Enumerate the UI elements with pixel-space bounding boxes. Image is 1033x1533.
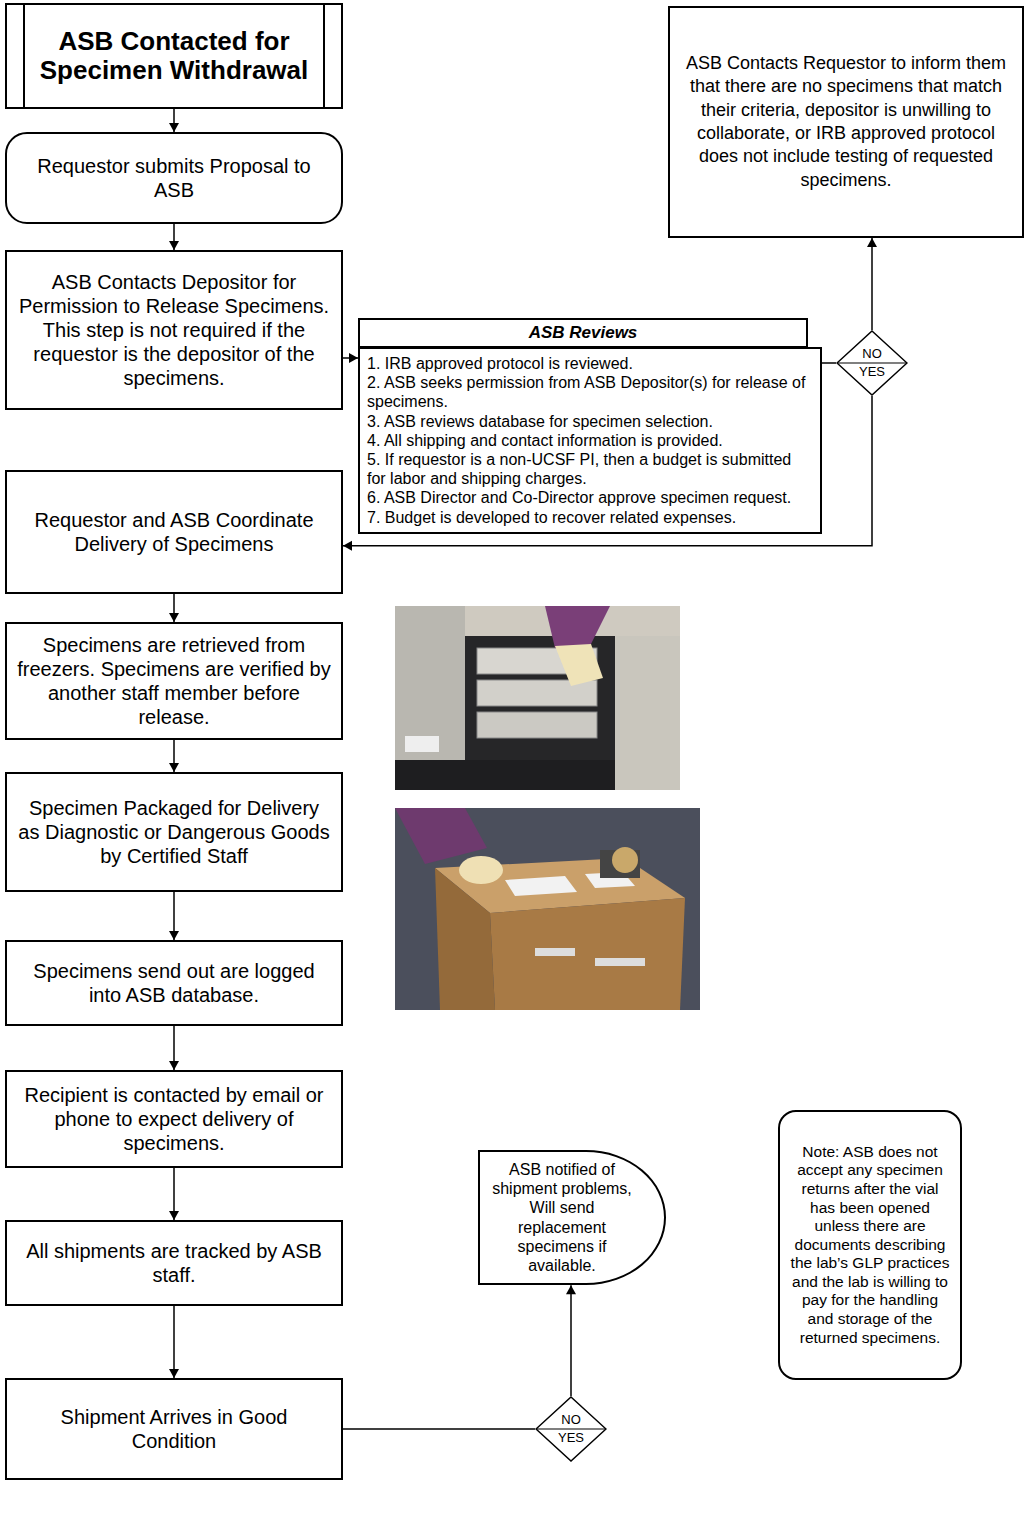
arrowhead (566, 1285, 576, 1294)
list-item: 2. ASB seeks permission from ASB Deposit… (367, 373, 813, 411)
process-box: Specimen Packaged for Delivery as Diagno… (5, 772, 343, 892)
list-item: 1. IRB approved protocol is reviewed. (367, 354, 813, 373)
diamond-shape (536, 1397, 606, 1461)
node-text: ASB Contacts Requestor to inform them th… (680, 52, 1012, 192)
list-item: 3. ASB reviews database for specimen sel… (367, 412, 813, 431)
arrowhead (169, 123, 179, 132)
arrowhead (349, 353, 358, 363)
review-list: 1. IRB approved protocol is reviewed.2. … (358, 347, 822, 534)
node-text: Note: ASB does not accept any specimen r… (788, 1143, 952, 1348)
decision-label: YES (535, 1431, 607, 1445)
connector (169, 1168, 179, 1220)
node-text: Specimens send out are logged into ASB d… (17, 959, 331, 1007)
arrowhead (169, 763, 179, 772)
connector-line (822, 362, 836, 364)
diamond-divider (837, 362, 907, 363)
arrowhead (169, 1211, 179, 1220)
decision-diamond: NO YES (836, 330, 908, 396)
node-text: ASB Contacted for Specimen Withdrawal (35, 27, 313, 85)
list-item: 6. ASB Director and Co-Director approve … (367, 488, 813, 507)
arrowhead (169, 613, 179, 622)
panel-heading: ASB Reviews (358, 318, 808, 349)
connector (169, 892, 179, 940)
list-item: 5. If requestor is a non-UCSF PI, then a… (367, 450, 813, 488)
connector-line (871, 238, 873, 330)
problem-box: ASB notified of shipment problems, Will … (478, 1150, 666, 1285)
process-box: Shipment Arrives in Good Condition (5, 1378, 343, 1480)
arrowhead (867, 238, 877, 247)
process-box: Requestor and ASB Coordinate Delivery of… (5, 470, 343, 594)
arrowhead (169, 1061, 179, 1070)
connector-line (343, 1428, 535, 1430)
connector-line (173, 1306, 175, 1378)
connector (169, 1026, 179, 1070)
decision-label: NO (836, 347, 908, 361)
side-bar (323, 5, 325, 107)
connector (566, 1285, 576, 1396)
connector (822, 363, 836, 364)
connector (343, 1429, 535, 1430)
connector (343, 353, 358, 363)
arrowhead (343, 541, 352, 551)
node-text: Requestor and ASB Coordinate Delivery of… (17, 508, 331, 556)
node-text: Shipment Arrives in Good Condition (17, 1405, 331, 1453)
start-box: ASB Contacted for Specimen Withdrawal (5, 3, 343, 109)
process-box: ASB Contacts Depositor for Permission to… (5, 250, 343, 410)
review-panel: ASB Reviews1. IRB approved protocol is r… (358, 318, 822, 534)
connector (169, 1306, 179, 1378)
node-text: Specimen Packaged for Delivery as Diagno… (17, 796, 331, 868)
node-text: Recipient is contacted by email or phone… (17, 1083, 331, 1155)
node-text: All shipments are tracked by ASB staff. (17, 1239, 331, 1287)
connector (867, 238, 877, 330)
process-box: All shipments are tracked by ASB staff. (5, 1220, 343, 1306)
connector-line (570, 1285, 572, 1396)
process-box: Recipient is contacted by email or phone… (5, 1070, 343, 1168)
connector (169, 224, 179, 250)
decision-label: NO (535, 1413, 607, 1427)
connector (169, 740, 179, 772)
outcome-box: ASB Contacts Requestor to inform them th… (668, 6, 1024, 238)
diamond-outline (836, 330, 908, 396)
node-text: Specimens are retrieved from freezers. S… (17, 633, 331, 729)
node-text: ASB Contacts Depositor for Permission to… (17, 270, 331, 390)
terminal-box: Requestor submits Proposal to ASB (5, 132, 343, 224)
list-item: 4. All shipping and contact information … (367, 431, 813, 450)
list-item: 7. Budget is developed to recover relate… (367, 508, 813, 527)
decision-label: YES (836, 365, 908, 379)
process-box: Specimens are retrieved from freezers. S… (5, 622, 343, 740)
connector (169, 109, 179, 132)
arrowhead (169, 1369, 179, 1378)
side-bar (23, 5, 25, 107)
freezer-photo (395, 606, 680, 790)
diamond-shape (837, 331, 907, 395)
connector (169, 594, 179, 622)
note-box: Note: ASB does not accept any specimen r… (778, 1110, 962, 1380)
process-box: Specimens send out are logged into ASB d… (5, 940, 343, 1026)
node-text: ASB notified of shipment problems, Will … (490, 1160, 634, 1275)
arrowhead (169, 241, 179, 250)
arrowhead (169, 931, 179, 940)
decision-diamond: NO YES (535, 1396, 607, 1462)
diamond-divider (536, 1428, 606, 1429)
package-photo (395, 808, 700, 1010)
node-text: Requestor submits Proposal to ASB (19, 154, 329, 202)
diamond-outline (535, 1396, 607, 1462)
